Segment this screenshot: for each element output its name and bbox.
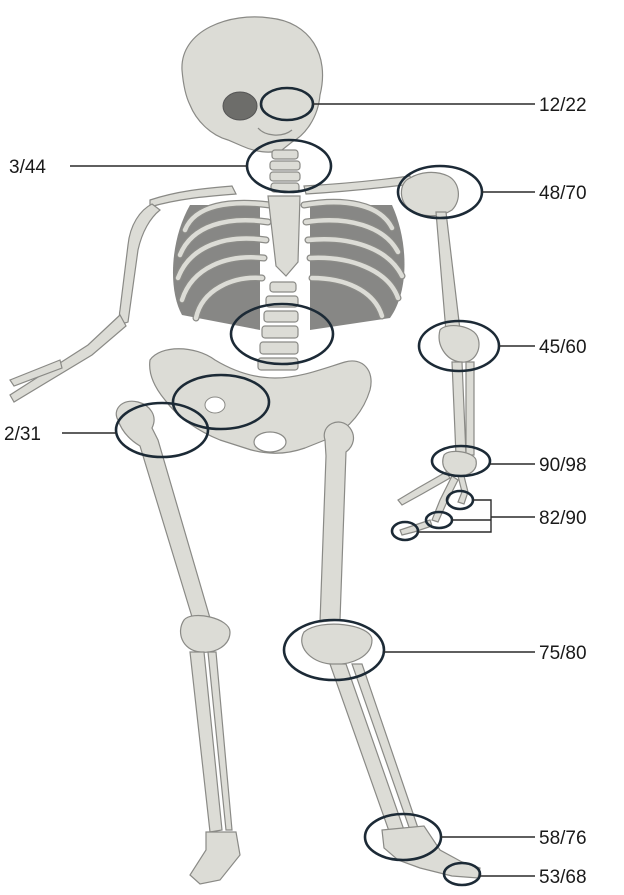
left-forearm xyxy=(10,315,126,402)
label-hip: 2/31 xyxy=(4,424,41,445)
left-humerus xyxy=(119,204,160,323)
left-foot xyxy=(190,832,240,884)
label-neck: 3/44 xyxy=(9,157,46,178)
label-jaw: 12/22 xyxy=(539,95,587,116)
right-wrist-bones xyxy=(443,451,477,476)
skeleton-bones xyxy=(10,17,480,884)
left-knee xyxy=(181,616,230,653)
label-fingers: 82/90 xyxy=(539,508,587,529)
label-wrist: 90/98 xyxy=(539,455,587,476)
left-femur xyxy=(116,401,212,630)
label-ankle: 58/76 xyxy=(539,828,587,849)
right-humerus xyxy=(436,212,460,332)
label-shoulder: 48/70 xyxy=(539,183,587,204)
right-hand-fingers xyxy=(398,472,468,535)
right-femur xyxy=(320,422,353,622)
rib-cage xyxy=(173,196,405,330)
right-knee xyxy=(302,624,372,664)
label-knee: 75/80 xyxy=(539,643,587,664)
right-elbow-joint xyxy=(439,326,479,363)
skull xyxy=(182,17,323,152)
label-toes: 53/68 xyxy=(539,867,587,888)
sternum xyxy=(268,196,300,276)
cervical-spine xyxy=(270,150,300,192)
right-clavicle xyxy=(304,176,412,194)
eye-socket xyxy=(223,92,257,120)
lumbar-spine xyxy=(258,282,298,370)
label-elbow: 45/60 xyxy=(539,337,587,358)
